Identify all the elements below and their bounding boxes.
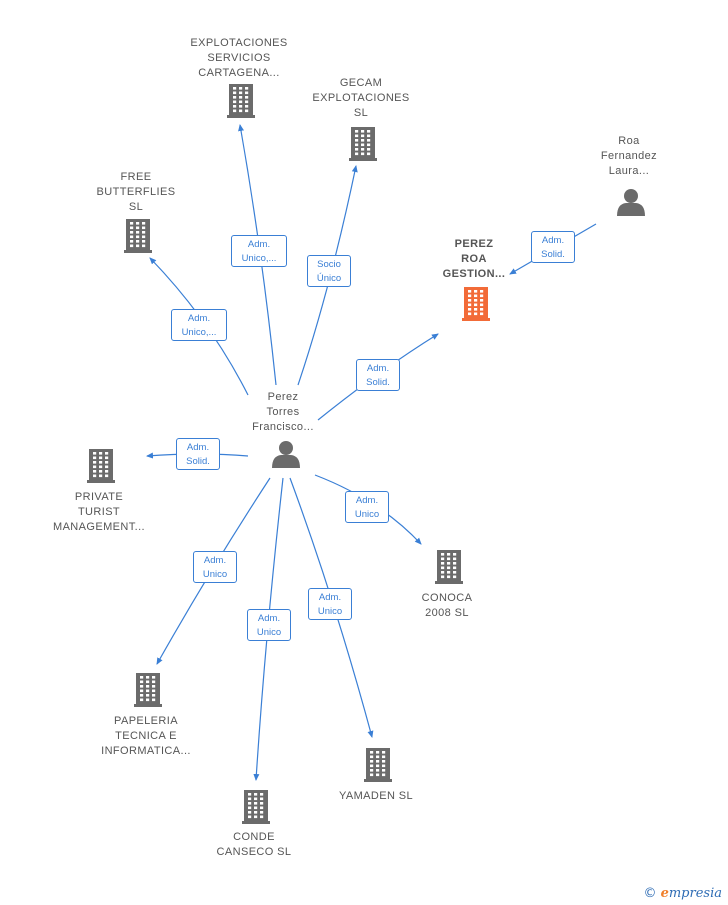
company-label-conoca-line: CONOCA <box>421 592 473 604</box>
edge-label-line: Unico,... <box>241 253 277 264</box>
edge-label-line: Solid. <box>366 377 390 388</box>
company-label-gecam-line: GECAM <box>339 77 383 89</box>
edge-label-line: Adm. <box>187 313 211 324</box>
nodes-layer <box>87 84 645 824</box>
edge-label-line: Unico <box>354 509 380 520</box>
edge-label-line: Adm. <box>203 555 227 566</box>
center-person-label-line: Perez <box>267 391 299 403</box>
edge-label-line: Único <box>316 273 342 284</box>
company-label-private-line: PRIVATE <box>74 491 124 503</box>
company-label-explotaciones-line: SERVICIOS <box>207 52 271 64</box>
brand-initial: e <box>660 886 669 901</box>
edge-label-line: Adm. <box>355 495 379 506</box>
brand-name: mpresia <box>668 886 722 901</box>
building-icon[interactable] <box>134 673 162 707</box>
company-label-explotaciones-line: EXPLOTACIONES <box>190 37 288 49</box>
company-label-conoca[interactable]: CONOCA 2008 SL <box>377 591 517 621</box>
empresia-brand[interactable]: © empresia <box>643 886 722 901</box>
edge-label-line: Adm. <box>257 613 281 624</box>
company-label-explotaciones[interactable]: EXPLOTACIONES SERVICIOS CARTAGENA... <box>169 36 309 81</box>
edge-label-conoca[interactable]: Adm. Unico <box>345 491 389 523</box>
company-label-private[interactable]: PRIVATE TURIST MANAGEMENT... <box>29 490 169 535</box>
company-label-perez-roa[interactable]: PEREZ ROA GESTION... <box>404 237 544 282</box>
company-label-papeleria[interactable]: PAPELERIA TECNICA E INFORMATICA... <box>76 714 216 759</box>
company-label-perez-roa-line: PEREZ <box>454 238 494 250</box>
company-label-free-line: FREE <box>120 171 152 183</box>
edge-label-line: Unico <box>202 569 228 580</box>
company-label-perez-roa-line: ROA <box>461 253 487 265</box>
edge-label-private[interactable]: Adm. Solid. <box>176 438 220 470</box>
company-label-conde-line: CONDE <box>233 831 275 843</box>
person-icon[interactable] <box>272 441 300 468</box>
edge-label-line: Adm. <box>366 363 390 374</box>
company-label-gecam[interactable]: GECAM EXPLOTACIONES SL <box>291 76 431 121</box>
company-label-gecam-line: EXPLOTACIONES <box>312 92 410 104</box>
company-label-explotaciones-line: CARTAGENA... <box>198 67 280 79</box>
building-icon[interactable] <box>364 748 392 782</box>
company-label-gecam-line: SL <box>353 107 369 119</box>
edge-label-line: Adm. <box>247 239 271 250</box>
edge-label-line: Unico <box>317 606 343 617</box>
company-label-yamaden-line: YAMADEN SL <box>338 790 414 802</box>
building-icon[interactable] <box>462 287 490 321</box>
company-label-yamaden[interactable]: YAMADEN SL <box>306 789 446 804</box>
edge-label-conde[interactable]: Adm. Unico <box>247 609 291 641</box>
edge-label-line: Adm. <box>541 235 565 246</box>
company-label-free[interactable]: FREE BUTTERFLIES SL <box>66 170 206 215</box>
edge-label-yamaden[interactable]: Adm. Unico <box>308 588 352 620</box>
building-icon[interactable] <box>227 84 255 118</box>
edge-label-line: Socio <box>317 259 341 270</box>
company-label-papeleria-line: INFORMATICA... <box>101 745 191 757</box>
center-person-label-line: Francisco... <box>252 421 314 433</box>
edge-label-line: Unico <box>256 627 282 638</box>
edge-label-line: Adm. <box>318 592 342 603</box>
person-label-roa-line: Laura... <box>608 165 650 177</box>
building-icon[interactable] <box>124 219 152 253</box>
company-label-private-line: MANAGEMENT... <box>53 521 145 533</box>
edge-label-explotaciones[interactable]: Adm. Unico,... <box>231 235 287 267</box>
center-person-label-line: Torres <box>266 406 300 418</box>
copyright-icon: © <box>643 886 657 901</box>
person-icon[interactable] <box>617 189 645 216</box>
building-icon[interactable] <box>242 790 270 824</box>
company-label-conde[interactable]: CONDE CANSECO SL <box>184 830 324 860</box>
building-icon[interactable] <box>349 127 377 161</box>
edge-label-free[interactable]: Adm. Unico,... <box>171 309 227 341</box>
edge-label-roa[interactable]: Adm. Solid. <box>531 231 575 263</box>
edge-label-line: Solid. <box>186 456 210 467</box>
company-label-conoca-line: 2008 SL <box>425 607 469 619</box>
person-label-roa-line: Fernandez <box>600 150 658 162</box>
building-icon[interactable] <box>87 449 115 483</box>
company-label-papeleria-line: PAPELERIA <box>114 715 178 727</box>
edge-label-line: Adm. <box>186 442 210 453</box>
company-label-free-line: BUTTERFLIES <box>96 186 176 198</box>
person-label-roa-line: Roa <box>618 135 640 147</box>
company-label-private-line: TURIST <box>77 506 121 518</box>
edge-label-line: Unico,... <box>181 327 217 338</box>
company-label-papeleria-line: TECNICA E <box>115 730 177 742</box>
edge-label-line: Solid. <box>541 249 565 260</box>
company-label-free-line: SL <box>128 201 144 213</box>
company-label-conde-line: CANSECO SL <box>216 846 292 858</box>
edge-label-perez-roa[interactable]: Adm. Solid. <box>356 359 400 391</box>
building-icon[interactable] <box>435 550 463 584</box>
edge-label-papeleria[interactable]: Adm. Unico <box>193 551 237 583</box>
company-label-perez-roa-line: GESTION... <box>442 268 506 280</box>
